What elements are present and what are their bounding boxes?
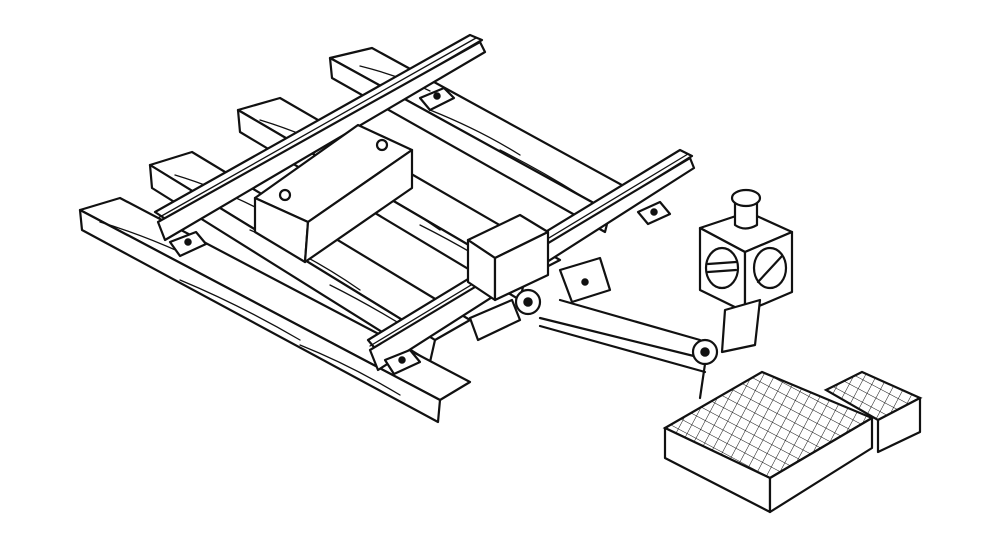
operating-rods [538, 256, 712, 374]
switch-housing [466, 213, 550, 342]
platform-small [823, 370, 923, 454]
lamp-lens-left [704, 246, 740, 290]
clip-3 [636, 200, 672, 226]
rail-clips [168, 86, 672, 376]
rail-left [153, 33, 487, 242]
clip-2 [168, 230, 208, 258]
clip-4 [383, 348, 422, 376]
platform-large [662, 370, 875, 514]
step-platforms [662, 370, 923, 514]
clip-1 [418, 86, 456, 112]
signal-lamp [691, 188, 794, 400]
lamp-cap [730, 188, 762, 230]
stretcher-block [253, 123, 414, 264]
lamp-lens-right [752, 246, 788, 290]
